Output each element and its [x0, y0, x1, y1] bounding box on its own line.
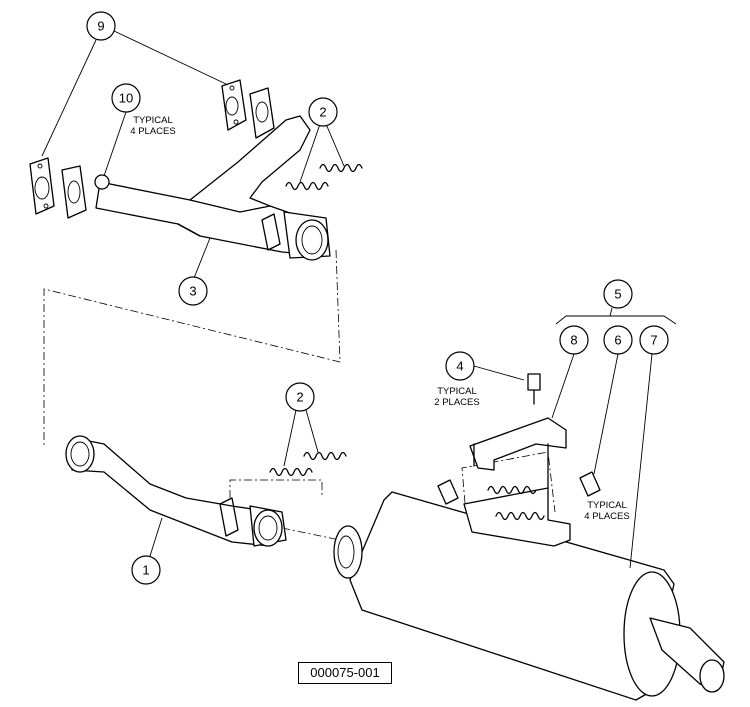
callout-2-upper: 2: [308, 97, 338, 127]
callout-3-number: 3: [189, 284, 196, 299]
springs-lower: [269, 451, 347, 477]
muffler-bracket: [437, 373, 601, 547]
note-10-line2: 4 PLACES: [130, 126, 175, 137]
front-pipe: [65, 435, 287, 547]
note-4-line1: TYPICAL: [437, 386, 477, 397]
callout-2-upper-number: 2: [319, 105, 326, 120]
gasket-lower: [29, 157, 55, 215]
note-6-line2: 4 PLACES: [584, 511, 629, 522]
callout-4-number: 4: [456, 359, 463, 374]
note-4-line2: 2 PLACES: [434, 397, 479, 408]
callout-10: 10: [111, 83, 141, 113]
callout-1: 1: [131, 555, 161, 585]
alignment-lines: [43, 249, 556, 541]
y-pipe: [61, 87, 331, 261]
springs-upper: [285, 163, 363, 191]
callout-6-number: 6: [614, 333, 621, 348]
callout-2-lower: 2: [285, 382, 315, 412]
callout-4: 4: [445, 351, 475, 381]
note-6-line1: TYPICAL: [587, 500, 627, 511]
gasket-upper: [221, 79, 247, 131]
callout-8-number: 8: [570, 333, 577, 348]
leader-lines: [41, 29, 677, 569]
callout-7-number: 7: [650, 333, 657, 348]
callout-2-lower-number: 2: [296, 390, 303, 405]
callout-9: 9: [86, 11, 116, 41]
callout-9-number: 9: [97, 19, 104, 34]
callout-10-number: 10: [119, 91, 133, 106]
callout-6: 6: [603, 325, 633, 355]
callout-8: 8: [559, 325, 589, 355]
note-10-line1: TYPICAL: [133, 115, 173, 126]
callout-5: 5: [603, 279, 633, 309]
callout-3: 3: [178, 276, 208, 306]
callout-7: 7: [639, 325, 669, 355]
figure-reference-number: 000075-001: [298, 662, 392, 684]
muffler: [333, 491, 725, 701]
callout-1-number: 1: [142, 563, 149, 578]
callout-5-number: 5: [614, 287, 621, 302]
